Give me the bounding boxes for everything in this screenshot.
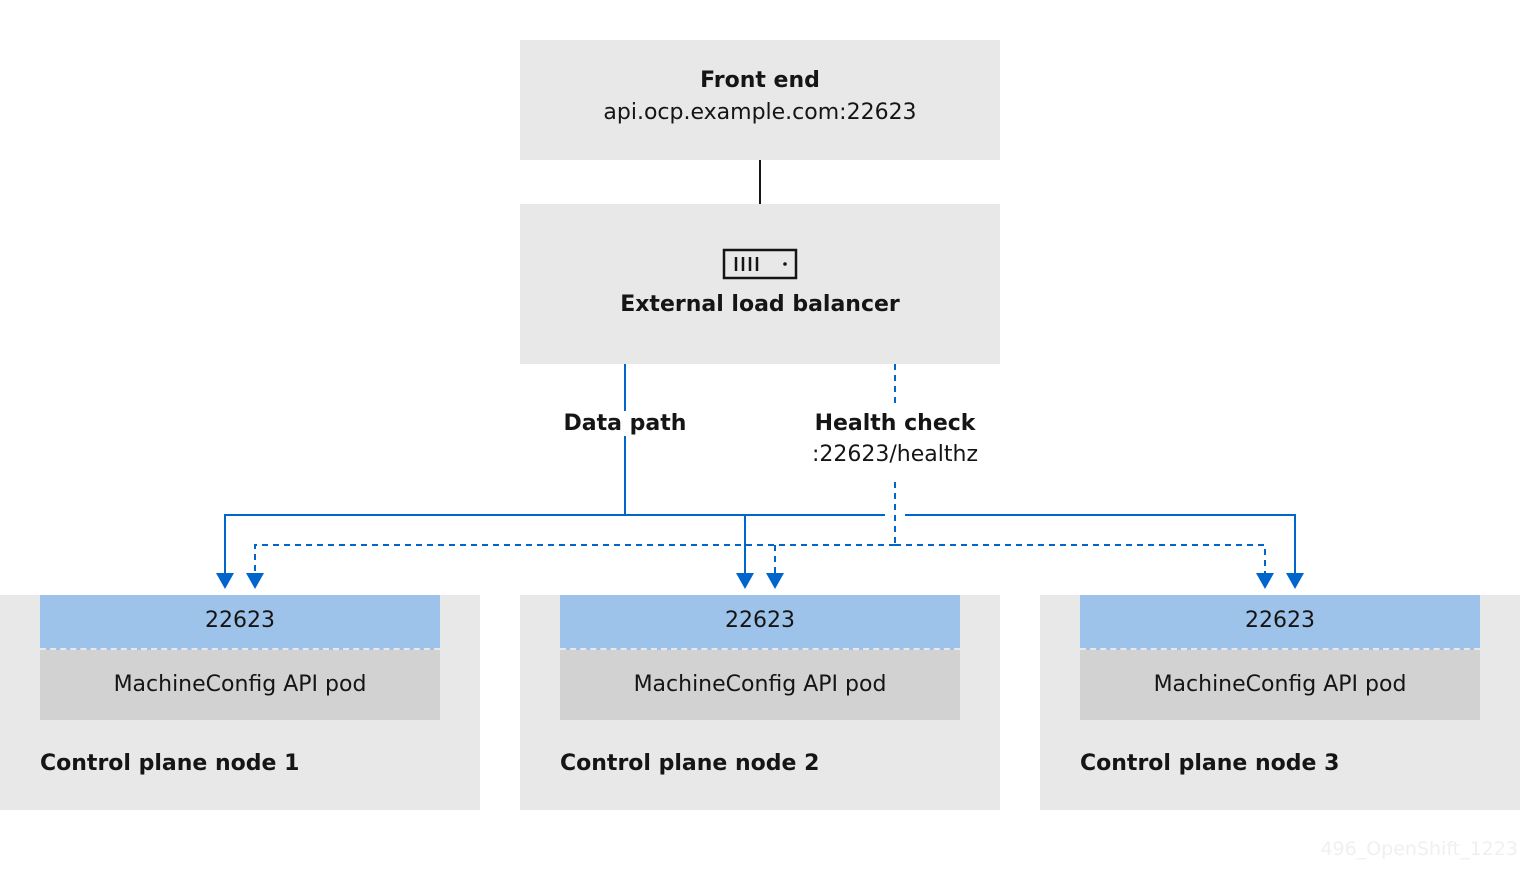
health-arrow-node1 (246, 573, 264, 589)
watermark: 496_OpenShift_1223 (1320, 838, 1518, 860)
pod-divider (40, 648, 440, 650)
control-plane-node-2: 22623 MachineConfig API pod Control plan… (520, 595, 1000, 810)
health-check-title: Health check (814, 411, 976, 436)
pod-label: MachineConfig API pod (1153, 672, 1407, 697)
pod-divider (560, 648, 960, 650)
node-label: Control plane node 3 (1080, 751, 1340, 776)
health-arrow-node2 (766, 573, 784, 589)
load-balancer-icon (722, 248, 798, 280)
port-label: 22623 (725, 608, 795, 633)
health-check-label: Health check :22623/healthz (800, 411, 990, 467)
port-box: 22623 (40, 595, 440, 650)
pod-box: MachineConfig API pod (1080, 650, 1480, 720)
frontend-box: Front end api.ocp.example.com:22623 (520, 40, 1000, 160)
health-arrow-node3 (1256, 573, 1274, 589)
load-balancer-title: External load balancer (620, 292, 900, 317)
data-arrow-node1 (216, 573, 234, 589)
port-label: 22623 (205, 608, 275, 633)
node-label: Control plane node 1 (40, 751, 300, 776)
load-balancer-box: External load balancer (520, 204, 1000, 364)
control-plane-node-3: 22623 MachineConfig API pod Control plan… (1040, 595, 1520, 810)
node-label: Control plane node 2 (560, 751, 820, 776)
pod-divider (1080, 648, 1480, 650)
data-path-lines (224, 364, 1296, 574)
data-path-label: Data path (555, 411, 695, 436)
port-label: 22623 (1245, 608, 1315, 633)
data-arrow-node2 (736, 573, 754, 589)
pod-box: MachineConfig API pod (40, 650, 440, 720)
health-check-endpoint: :22623/healthz (812, 442, 978, 467)
pod-label: MachineConfig API pod (633, 672, 887, 697)
data-arrow-node3 (1286, 573, 1304, 589)
health-check-lines (254, 364, 1266, 574)
port-box: 22623 (1080, 595, 1480, 650)
frontend-address: api.ocp.example.com:22623 (603, 100, 917, 125)
pod-label: MachineConfig API pod (113, 672, 367, 697)
pod-box: MachineConfig API pod (560, 650, 960, 720)
control-plane-node-1: 22623 MachineConfig API pod Control plan… (0, 595, 480, 810)
frontend-title: Front end (700, 68, 820, 93)
port-box: 22623 (560, 595, 960, 650)
